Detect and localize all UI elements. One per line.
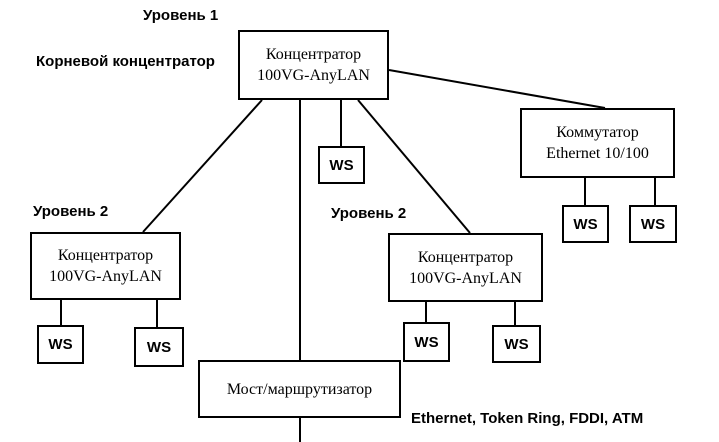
workstation-label: WS <box>146 338 172 356</box>
networks-label: Ethernet, Token Ring, FDDI, ATM <box>411 410 644 427</box>
root-hub-line2: 100VG-AnyLAN <box>257 67 370 84</box>
right-hub-node: Концентратор 100VG-AnyLAN <box>388 233 543 302</box>
workstation-label: WS <box>414 333 439 351</box>
workstation-right-1: WS <box>403 322 450 362</box>
workstation-label: WS <box>48 336 73 353</box>
level-1-label: Уровень 1 <box>143 7 219 24</box>
right-hub-line1: Концентратор <box>417 248 514 266</box>
root-hub-caption: Корневой концентратор <box>36 53 215 70</box>
switch-node: Коммутатор Ethernet 10/100 <box>520 108 675 178</box>
left-hub-node: Концентратор 100VG-AnyLAN <box>30 232 181 300</box>
workstation-switch-2: WS <box>629 205 677 243</box>
bridge-router-label: Мост/маршрутизатор <box>226 380 373 398</box>
right-hub-line2: 100VG-AnyLAN <box>409 269 522 287</box>
workstation-switch-1: WS <box>562 205 609 243</box>
switch-line1: Коммутатор <box>556 124 639 141</box>
workstation-label: WS <box>504 335 529 353</box>
level-2-left-label: Уровень 2 <box>33 203 109 220</box>
level-2-right-label: Уровень 2 <box>331 205 407 222</box>
workstation-right-2: WS <box>492 325 541 363</box>
link-root-to-left-hub <box>142 99 263 233</box>
left-hub-line2: 100VG-AnyLAN <box>49 268 162 285</box>
workstation-label: WS <box>640 215 666 233</box>
left-hub-line1: Концентратор <box>57 247 154 264</box>
workstation-left-1: WS <box>37 325 84 364</box>
link-root-to-right-hub <box>357 99 471 234</box>
workstation-label: WS <box>329 156 354 174</box>
switch-line2: Ethernet 10/100 <box>546 145 649 162</box>
bridge-router-node: Мост/маршрутизатор <box>198 360 401 418</box>
root-hub-node: Концентратор 100VG-AnyLAN <box>238 30 389 100</box>
workstation-left-2: WS <box>134 327 184 367</box>
root-hub-line1: Концентратор <box>265 46 362 63</box>
link-root-to-switch <box>388 69 606 109</box>
workstation-label: WS <box>573 215 598 233</box>
workstation-root: WS <box>318 146 365 184</box>
